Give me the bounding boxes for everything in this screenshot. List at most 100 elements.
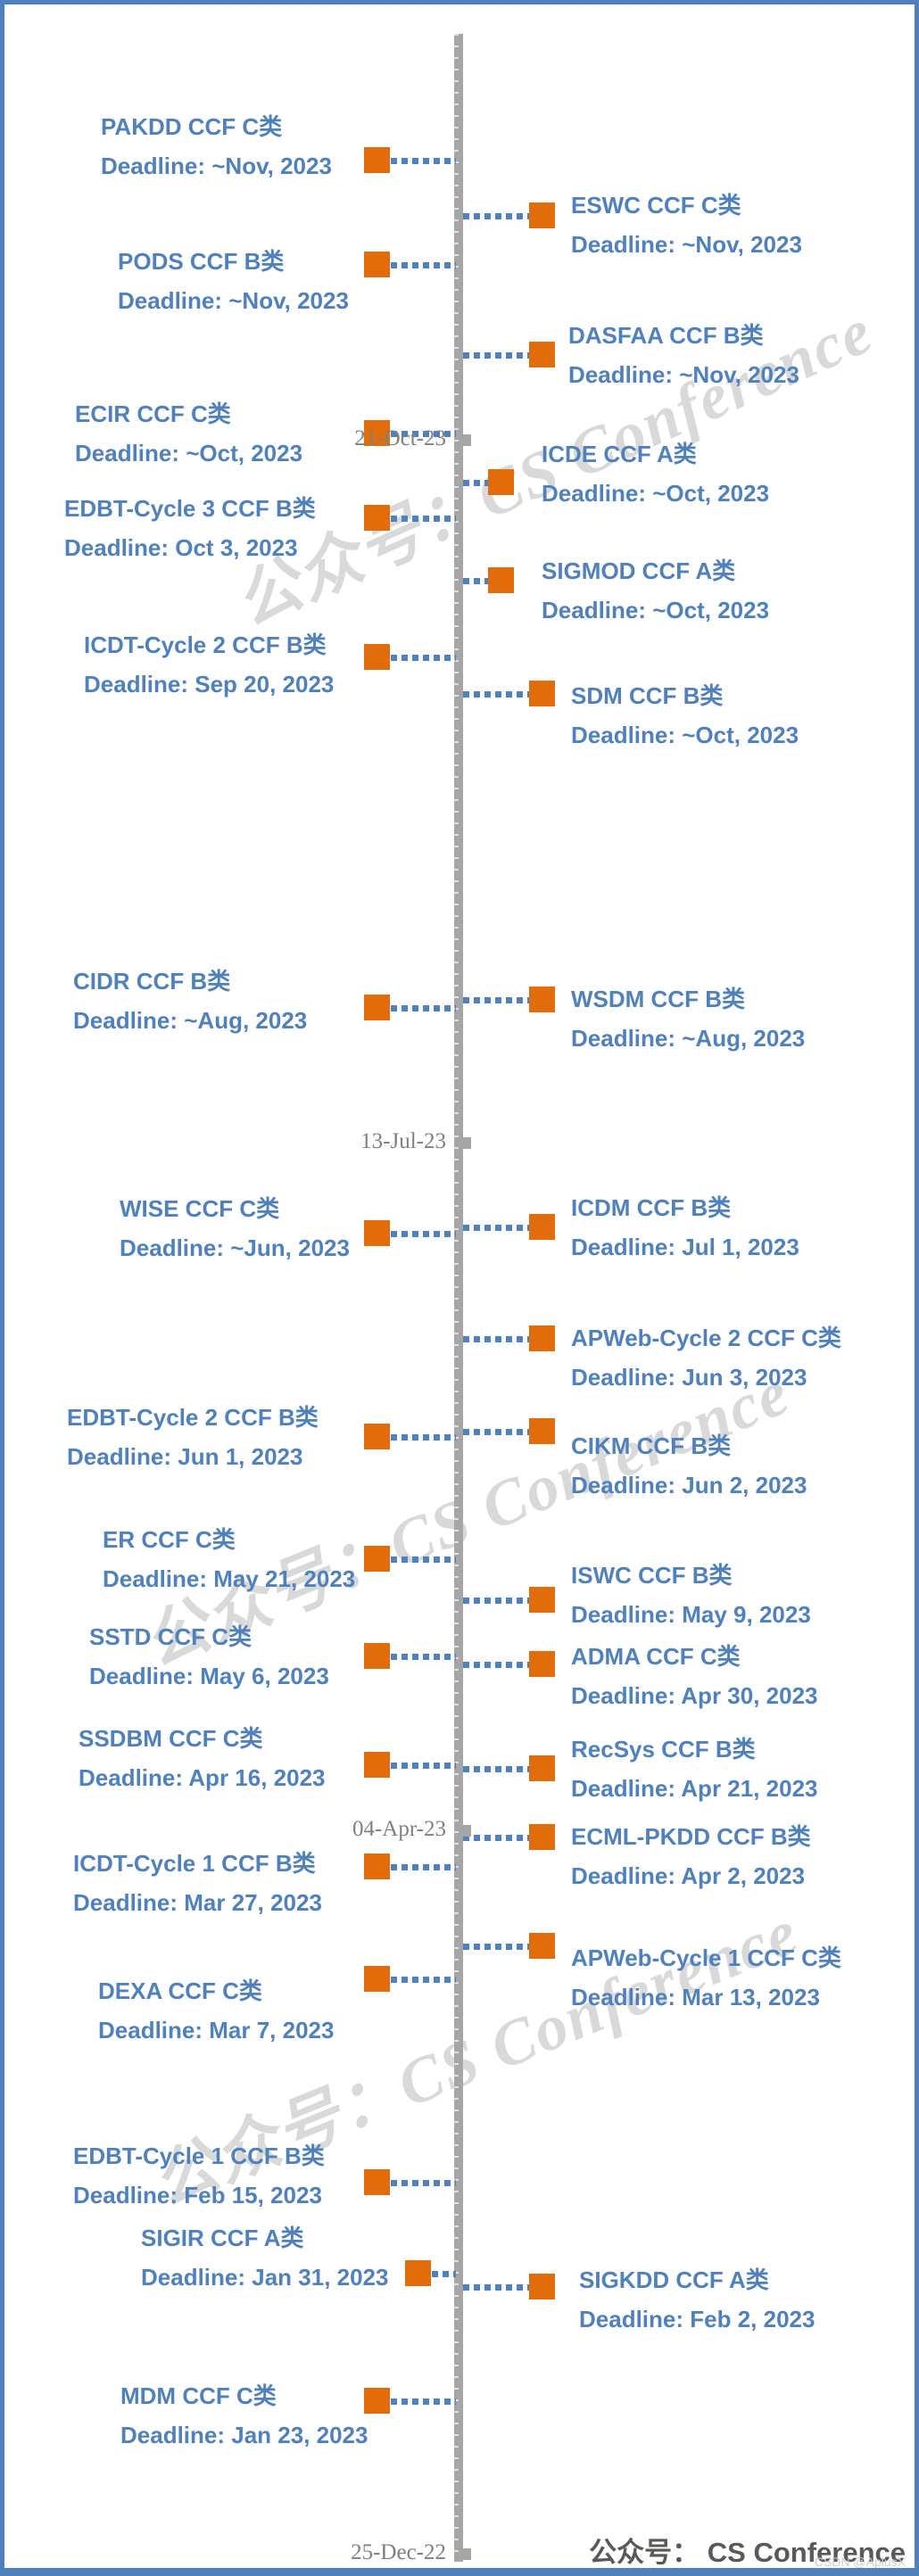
conference-title: ECIR CCF C类 bbox=[75, 400, 231, 427]
conference-deadline: Deadline: ~Nov, 2023 bbox=[101, 153, 332, 179]
timeline-marker bbox=[529, 1418, 555, 1444]
conference-title: DASFAA CCF B类 bbox=[568, 322, 764, 349]
timeline-marker bbox=[529, 1325, 555, 1351]
timeline-marker bbox=[364, 1546, 390, 1572]
timeline-marker bbox=[488, 567, 514, 593]
deadline-connector-line bbox=[391, 1231, 456, 1237]
conference-deadline: Deadline: ~Oct, 2023 bbox=[571, 722, 799, 748]
conference-deadline: Deadline: Feb 15, 2023 bbox=[73, 2182, 322, 2209]
deadline-connector-line bbox=[391, 431, 456, 437]
conference-title: ICDE CCF A类 bbox=[542, 441, 697, 467]
conference-deadline: Deadline: Apr 30, 2023 bbox=[571, 1682, 818, 1709]
deadline-connector-line bbox=[463, 691, 529, 698]
conference-entry: ICDT-Cycle 2 CCF B类 Deadline: Sep 20, 202… bbox=[84, 625, 334, 704]
deadline-connector-line bbox=[463, 1835, 529, 1841]
conference-title: APWeb-Cycle 2 CCF C类 bbox=[571, 1325, 841, 1351]
timeline-marker bbox=[529, 1824, 555, 1850]
deadline-connector-line bbox=[463, 1944, 529, 1950]
conference-title: ICDM CCF B类 bbox=[571, 1194, 732, 1221]
conference-title: ADMA CCF C类 bbox=[571, 1643, 741, 1670]
conference-deadline: Deadline: May 9, 2023 bbox=[571, 1601, 811, 1628]
timeline-marker bbox=[364, 505, 390, 531]
conference-deadline: Deadline: ~Oct, 2023 bbox=[75, 440, 303, 466]
conference-title: ESWC CCF C类 bbox=[571, 192, 741, 219]
footer-brand-text: 公众号： CS Conference bbox=[589, 2537, 906, 2568]
conference-deadline: Deadline: Sep 20, 2023 bbox=[84, 671, 335, 698]
deadline-connector-line bbox=[463, 1336, 529, 1342]
timeline-marker bbox=[364, 2169, 390, 2195]
conference-deadline: Deadline: May 21, 2023 bbox=[103, 1565, 356, 1592]
deadline-connector-line bbox=[463, 1662, 529, 1668]
conference-entry: ICDE CCF A类 Deadline: ~Oct, 2023 bbox=[542, 434, 769, 513]
timeline-marker bbox=[529, 1214, 555, 1240]
conference-entry: PAKDD CCF C类 Deadline: ~Nov, 2023 bbox=[101, 107, 332, 186]
deadline-connector-line bbox=[391, 1763, 456, 1769]
timeline-marker bbox=[364, 1220, 390, 1246]
conference-title: APWeb-Cycle 1 CCF C类 bbox=[571, 1944, 841, 1971]
timeline-marker bbox=[364, 420, 390, 446]
deadline-connector-line bbox=[463, 1429, 529, 1435]
conference-title: CIKM CCF B类 bbox=[571, 1432, 732, 1459]
conference-title: PAKDD CCF C类 bbox=[101, 113, 283, 140]
conference-deadline: Deadline: Jun 2, 2023 bbox=[571, 1472, 807, 1499]
timeline-marker bbox=[364, 1424, 390, 1449]
timeline-axis bbox=[454, 34, 463, 2562]
conference-deadline: Deadline: Feb 2, 2023 bbox=[579, 2306, 816, 2332]
conference-title: SIGMOD CCF A类 bbox=[542, 557, 736, 584]
axis-date-tick-mark bbox=[460, 1137, 471, 1149]
timeline-marker bbox=[488, 469, 514, 495]
deadline-connector-line bbox=[391, 262, 456, 268]
deadline-connector-line bbox=[463, 352, 529, 359]
conference-deadline: Deadline: Apr 2, 2023 bbox=[571, 1862, 806, 1889]
deadline-connector-line bbox=[432, 2271, 456, 2277]
axis-date-label: 25-Dec-22 bbox=[351, 2540, 446, 2564]
conference-deadline: Deadline: Jun 1, 2023 bbox=[67, 1443, 303, 1470]
conference-title: SSDBM CCF C类 bbox=[79, 1725, 263, 1752]
deadline-connector-line bbox=[391, 158, 456, 164]
axis-date-label: 13-Jul-23 bbox=[360, 1129, 446, 1153]
conference-title: PODS CCF B类 bbox=[118, 248, 285, 275]
conference-deadline: Deadline: Oct 3, 2023 bbox=[64, 534, 298, 561]
conference-title: MDM CCF C类 bbox=[120, 2382, 277, 2409]
timeline-marker bbox=[405, 2260, 431, 2286]
conference-entry: ECML-PKDD CCF B类 Deadline: Apr 2, 2023 bbox=[571, 1817, 811, 1895]
conference-title: ECML-PKDD CCF B类 bbox=[571, 1823, 811, 1850]
timeline-marker bbox=[529, 1651, 555, 1677]
conference-entry: SSDBM CCF C类 Deadline: Apr 16, 2023 bbox=[79, 1719, 326, 1797]
conference-deadline: Deadline: Mar 7, 2023 bbox=[98, 2017, 335, 2043]
axis-date-tick-mark bbox=[460, 2548, 471, 2560]
conference-deadline: Deadline: ~Oct, 2023 bbox=[542, 480, 770, 507]
deadline-connector-line bbox=[463, 2284, 529, 2291]
conference-title: SDM CCF B类 bbox=[571, 682, 724, 709]
timeline-marker bbox=[529, 1933, 555, 1959]
conference-deadline: Deadline: Mar 27, 2023 bbox=[73, 1889, 322, 1916]
timeline-marker bbox=[364, 1643, 390, 1669]
timeline-marker bbox=[364, 644, 390, 670]
conference-deadline: Deadline: Jun 3, 2023 bbox=[571, 1364, 807, 1391]
conference-title: CIDR CCF B类 bbox=[73, 968, 231, 995]
conference-title: RecSys CCF B类 bbox=[571, 1736, 756, 1763]
conference-title: ICDT-Cycle 2 CCF B类 bbox=[84, 632, 327, 658]
conference-deadline: Deadline: ~Aug, 2023 bbox=[73, 1007, 308, 1034]
deadline-connector-line bbox=[463, 1225, 529, 1231]
timeline-marker bbox=[529, 202, 555, 228]
conference-title: ISWC CCF B类 bbox=[571, 1562, 733, 1589]
conference-deadline: Deadline: Jul 1, 2023 bbox=[571, 1234, 799, 1260]
deadline-connector-line bbox=[463, 1766, 529, 1772]
deadline-connector-line bbox=[391, 655, 456, 661]
conference-deadline: Deadline: Jan 23, 2023 bbox=[120, 2422, 368, 2448]
conference-deadline: Deadline: Apr 16, 2023 bbox=[79, 1764, 326, 1791]
